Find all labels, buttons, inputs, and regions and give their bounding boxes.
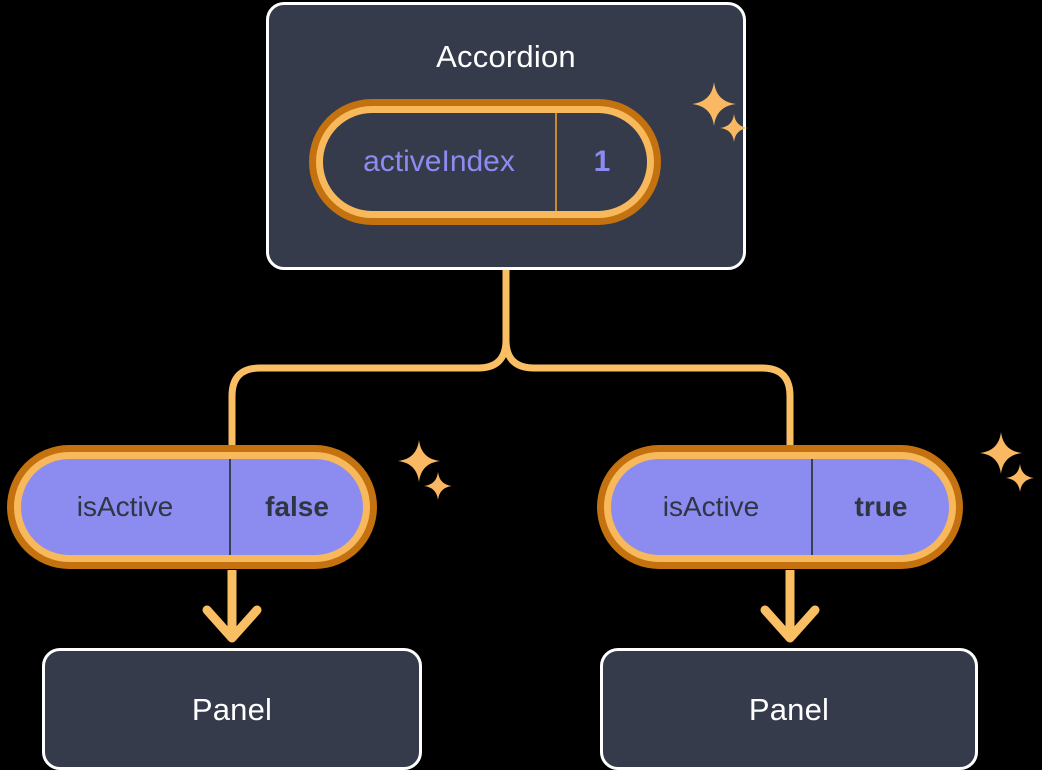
state-pill-isactive-left[interactable]: isActive false — [14, 452, 370, 562]
state-pill-activeindex[interactable]: activeIndex 1 — [316, 106, 654, 218]
arrow-down-icon-right — [760, 570, 820, 643]
component-title: Panel — [191, 691, 273, 727]
connector-to-right-state — [502, 266, 794, 456]
state-pill-isactive-right[interactable]: isActive true — [604, 452, 956, 562]
sparkle-large-icon — [980, 432, 1022, 474]
state-value-label: 1 — [555, 113, 647, 211]
arrow-down-icon-left — [202, 570, 262, 643]
component-node-panel-left[interactable]: Panel — [42, 648, 422, 770]
state-key-label: activeIndex — [363, 145, 515, 178]
component-title: Accordion — [436, 39, 576, 74]
state-key-label: isActive — [662, 491, 760, 522]
state-key-label: isActive — [76, 491, 174, 522]
connector-to-left-state — [228, 266, 510, 456]
sparkle-large-icon — [398, 440, 440, 482]
state-value-label: false — [229, 459, 363, 555]
sparkle-small-icon — [1006, 464, 1034, 492]
component-node-panel-right[interactable]: Panel — [600, 648, 978, 770]
state-value-label: true — [811, 459, 949, 555]
component-title: Panel — [748, 691, 830, 727]
sparkle-small-icon — [424, 472, 452, 500]
